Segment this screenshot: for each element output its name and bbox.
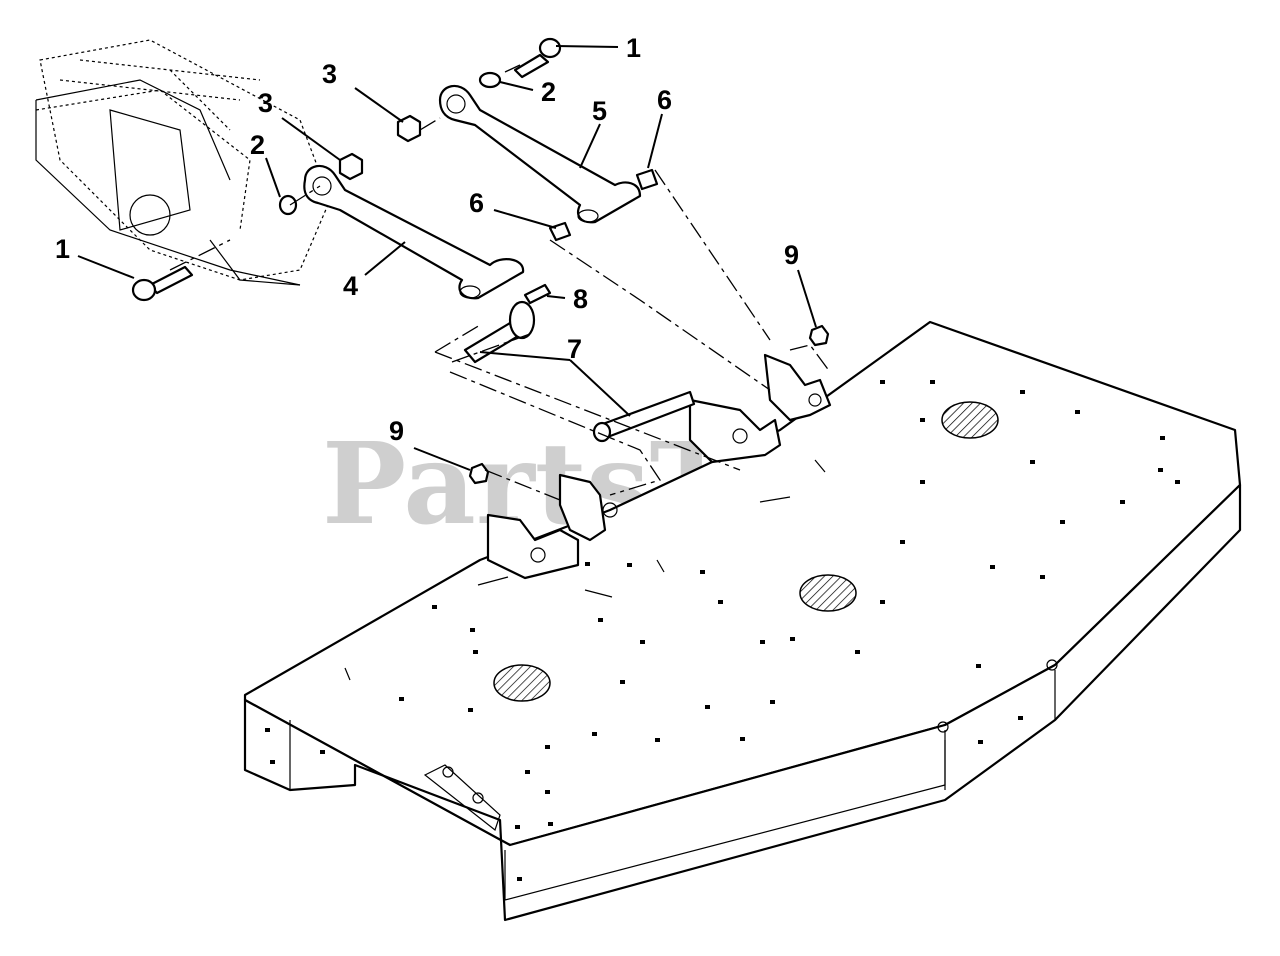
callout-label: 9: [389, 416, 404, 446]
callout-label: 9: [784, 240, 799, 270]
tractor-frame: [35, 39, 331, 286]
bolt-1-top: [513, 37, 562, 79]
callout-label: 8: [573, 284, 588, 314]
callout-label: 1: [626, 33, 641, 63]
nut-9-left: [468, 462, 490, 485]
assembly-lines: [169, 64, 831, 501]
bolt-1-left: [131, 265, 194, 302]
washer-2-left: [278, 194, 298, 216]
callout-label: 1: [55, 234, 70, 264]
deck-bracket-left: [486, 473, 618, 580]
callout-label: 2: [541, 77, 556, 107]
lift-arm-5: [438, 84, 642, 224]
leader-lines: [77, 45, 817, 471]
callout-label: 6: [657, 85, 672, 115]
mower-deck: [243, 320, 1242, 922]
pin-7: [463, 300, 696, 443]
callout-label: 3: [322, 59, 337, 89]
callout-label: 5: [592, 96, 607, 126]
nut-9-right: [808, 324, 830, 347]
nut-3-left: [338, 152, 364, 181]
washer-2-top: [478, 71, 502, 89]
callout-label: 4: [343, 271, 358, 301]
deck-bracket-right: [688, 353, 832, 464]
lift-arm-4: [303, 164, 525, 300]
bushing-6-lower: [548, 221, 572, 242]
callout-label: 7: [567, 334, 582, 364]
callout-label: 3: [258, 88, 273, 118]
bushing-6-upper: [635, 168, 659, 191]
bolt-8: [523, 283, 552, 305]
callout-label: 6: [469, 188, 484, 218]
callout-label: 2: [250, 130, 265, 160]
nut-3-top: [396, 114, 422, 143]
callouts: 1 2 3 3 2 1 5 6 6 4 8 7 9 9: [55, 33, 799, 446]
